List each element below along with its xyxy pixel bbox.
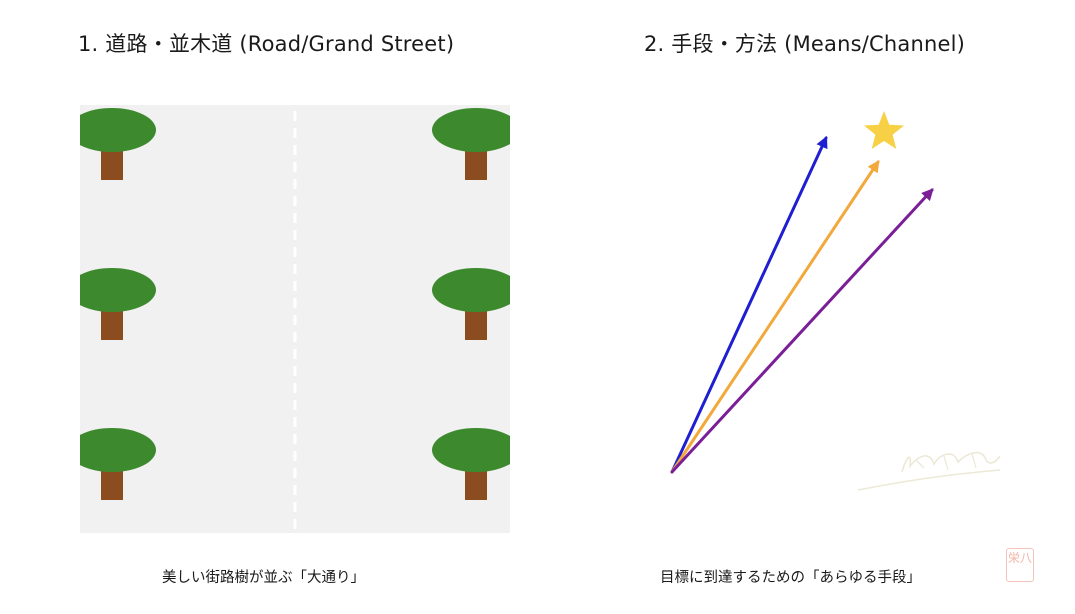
- tree-trunk: [101, 468, 123, 500]
- tree-canopy: [80, 428, 156, 472]
- tree-canopy: [432, 108, 510, 152]
- artist-seal: 栄八: [1006, 548, 1034, 582]
- means-caption: 目標に到達するための「あらゆる手段」: [660, 570, 921, 586]
- tree-canopy: [432, 428, 510, 472]
- tree-trunk: [465, 468, 487, 500]
- arrow-blue: [670, 135, 828, 474]
- means-title: 2. 手段・方法 (Means/Channel): [644, 32, 966, 56]
- means-illustration: [670, 111, 934, 474]
- tree-icon: [80, 108, 156, 180]
- road-caption: 美しい街路樹が並ぶ「大通り」: [162, 570, 365, 586]
- road-title: 1. 道路・並木道 (Road/Grand Street): [78, 32, 455, 56]
- arrow-orange: [670, 160, 880, 474]
- tree-trunk: [465, 148, 487, 180]
- goal-star-icon: [864, 111, 904, 149]
- tree-trunk: [465, 308, 487, 340]
- road-illustration: [80, 105, 510, 533]
- arrow-purple: [670, 188, 934, 474]
- tree-canopy: [80, 268, 156, 312]
- tree-icon: [80, 428, 156, 500]
- tree-trunk: [101, 308, 123, 340]
- signature-watermark: [857, 451, 1001, 491]
- tree-trunk: [101, 148, 123, 180]
- tree-icon: [432, 268, 510, 340]
- tree-icon: [80, 268, 156, 340]
- tree-canopy: [80, 108, 156, 152]
- tree-layer: [80, 108, 510, 500]
- tree-canopy: [432, 268, 510, 312]
- tree-icon: [432, 428, 510, 500]
- arrow-layer: [670, 135, 934, 474]
- tree-icon: [432, 108, 510, 180]
